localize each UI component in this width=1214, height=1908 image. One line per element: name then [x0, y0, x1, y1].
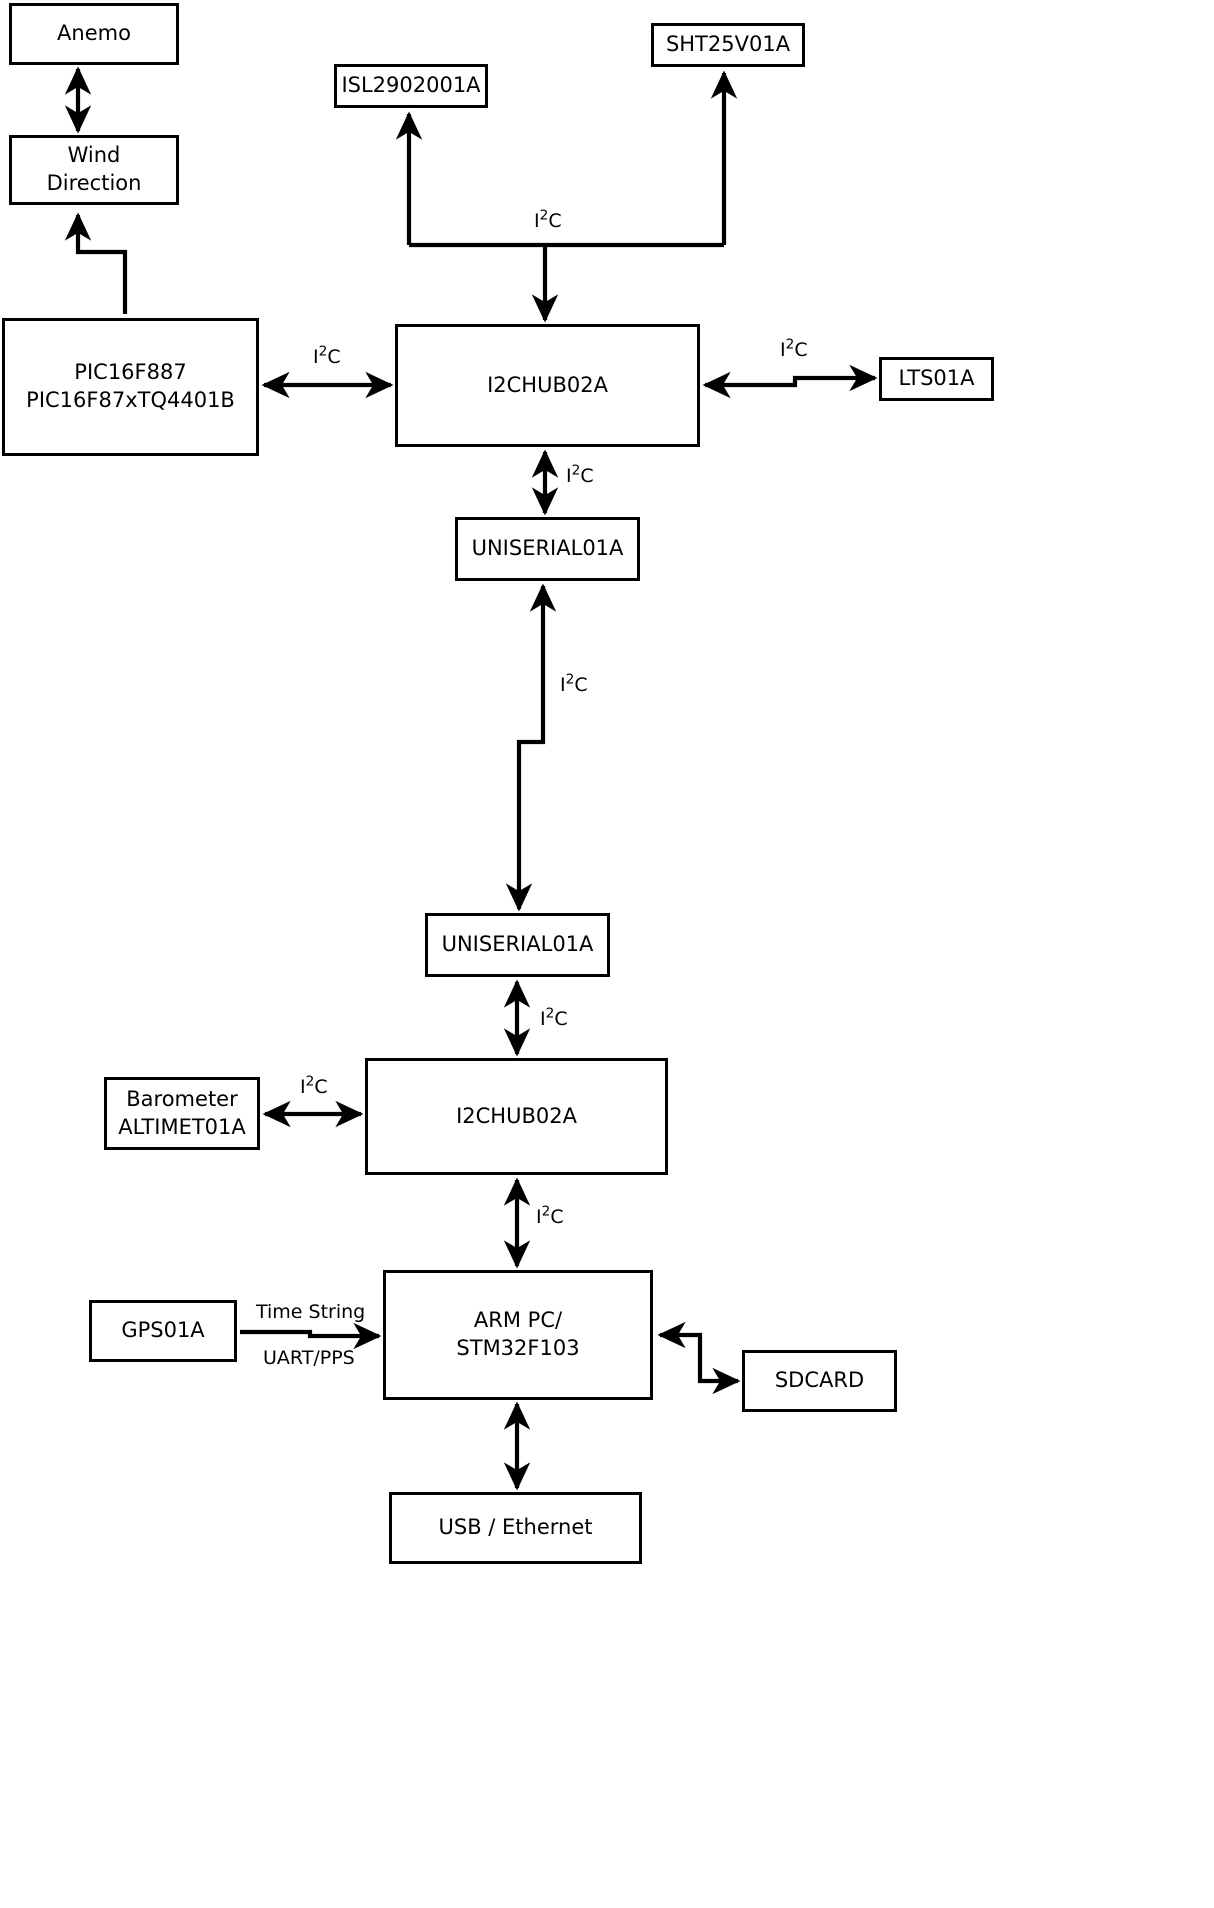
node-i2chub02a-top[interactable]: I2CHUB02A — [395, 324, 700, 447]
edge-label-i2c-hub-uniserial: I2C — [566, 462, 594, 487]
node-sdcard-label: SDCARD — [774, 1368, 865, 1393]
node-uniserial01a-lower[interactable]: UNISERIAL01A — [425, 913, 610, 977]
node-anemo-label: Anemo — [57, 21, 131, 46]
node-sdcard[interactable]: SDCARD — [742, 1350, 897, 1412]
edge-label-time-string: Time String — [256, 1301, 366, 1323]
edge-label-uart-pps: UART/PPS — [263, 1347, 355, 1369]
node-barometer-altimet01a-label: Barometer ALTIMET01A — [118, 1086, 246, 1139]
wire-uniserial1-to-uniserial2 — [505, 583, 557, 912]
node-uniserial01a-lower-label: UNISERIAL01A — [441, 932, 594, 957]
node-usb-ethernet-label: USB / Ethernet — [438, 1515, 593, 1540]
node-i2chub02a-bottom[interactable]: I2CHUB02A — [365, 1058, 668, 1175]
edge-label-i2c-bus-top: I2C — [534, 207, 562, 232]
node-isl2902001a[interactable]: ISL2902001A — [334, 64, 488, 108]
node-pic-microcontroller[interactable]: PIC16F887 PIC16F87xTQ4401B — [2, 318, 259, 456]
node-anemo[interactable]: Anemo — [9, 3, 179, 65]
node-gps01a-label: GPS01A — [121, 1318, 205, 1343]
edge-label-i2c-uniserial2-hub: I2C — [540, 1005, 568, 1030]
edge-label-i2c-hub-arm: I2C — [536, 1203, 564, 1228]
node-pic-microcontroller-label: PIC16F887 PIC16F87xTQ4401B — [26, 360, 235, 412]
node-uniserial01a-upper[interactable]: UNISERIAL01A — [455, 517, 640, 581]
edge-label-i2c-hub-lts: I2C — [780, 336, 808, 361]
node-gps01a[interactable]: GPS01A — [89, 1300, 237, 1362]
node-sht25v01a-label: SHT25V01A — [665, 32, 791, 57]
wire-arm-to-sdcard — [657, 1321, 741, 1395]
wire-gps-to-arm — [240, 1322, 382, 1350]
node-arm-pc-stm32f103[interactable]: ARM PC/ STM32F103 — [383, 1270, 653, 1400]
node-uniserial01a-upper-label: UNISERIAL01A — [471, 536, 624, 561]
node-i2chub02a-bottom-label: I2CHUB02A — [456, 1103, 577, 1128]
node-lts01a-label: LTS01A — [898, 366, 975, 391]
edge-label-i2c-barometer-hub: I2C — [300, 1073, 328, 1098]
edge-label-i2c-uniserial-link: I2C — [560, 671, 588, 696]
node-lts01a[interactable]: LTS01A — [879, 357, 994, 401]
node-barometer-altimet01a[interactable]: Barometer ALTIMET01A — [104, 1077, 260, 1150]
node-arm-pc-stm32f103-label: ARM PC/ STM32F103 — [456, 1308, 580, 1360]
node-wind-direction[interactable]: Wind Direction — [9, 135, 179, 205]
node-wind-direction-label: Wind Direction — [46, 143, 142, 195]
wire-pic-to-wind — [64, 212, 128, 314]
node-usb-ethernet[interactable]: USB / Ethernet — [389, 1492, 642, 1564]
node-i2chub02a-top-label: I2CHUB02A — [487, 372, 608, 397]
node-isl2902001a-label: ISL2902001A — [341, 73, 481, 98]
edge-label-i2c-pic-hub: I2C — [313, 343, 341, 368]
node-sht25v01a[interactable]: SHT25V01A — [651, 23, 805, 67]
wire-hub-top-to-lts — [702, 364, 878, 399]
